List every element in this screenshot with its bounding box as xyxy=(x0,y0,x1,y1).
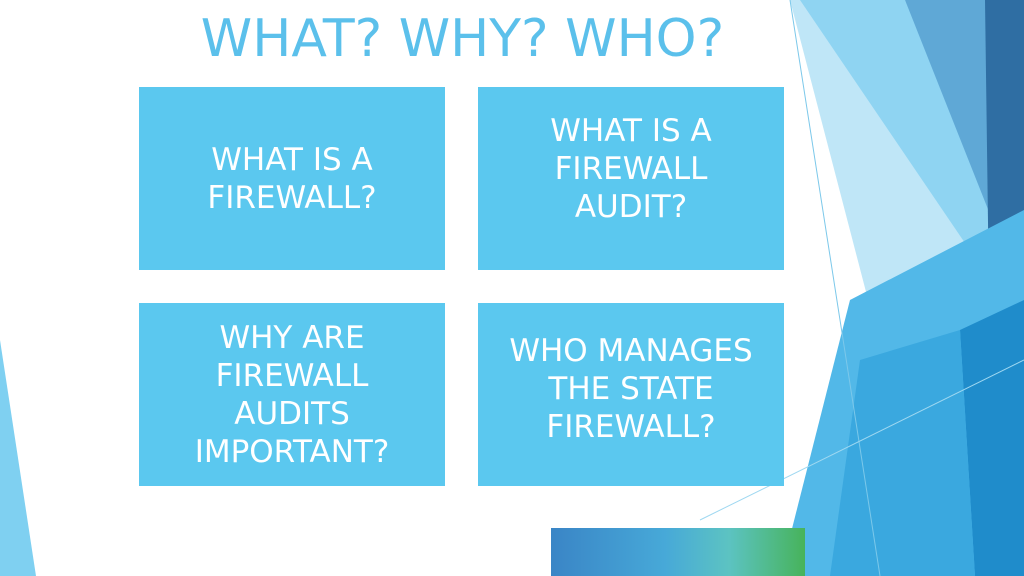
topic-box-why-important[interactable]: WHY ARE FIREWALL AUDITS IMPORTANT? xyxy=(139,303,445,486)
page-title: WHAT? WHY? WHO? xyxy=(200,9,725,69)
thin-line-1 xyxy=(789,0,881,576)
bottom-image xyxy=(551,528,805,576)
right-facet-deep xyxy=(960,300,1024,576)
left-triangle xyxy=(0,340,36,576)
topic-box-label: WHY ARE FIREWALL AUDITS IMPORTANT? xyxy=(194,319,390,470)
topic-box-label: WHAT IS A FIREWALL AUDIT? xyxy=(550,112,712,225)
right-facet-bottom xyxy=(830,330,975,576)
topic-box-who-manages[interactable]: WHO MANAGES THE STATE FIREWALL? xyxy=(478,303,784,486)
thin-line-2 xyxy=(699,359,1024,521)
topic-box-what-is-audit[interactable]: WHAT IS A FIREWALL AUDIT? xyxy=(478,87,784,270)
topic-box-label: WHAT IS A FIREWALL? xyxy=(207,141,377,216)
topic-box-label: WHO MANAGES THE STATE FIREWALL? xyxy=(509,332,753,445)
topic-box-what-is-firewall[interactable]: WHAT IS A FIREWALL? xyxy=(139,87,445,270)
